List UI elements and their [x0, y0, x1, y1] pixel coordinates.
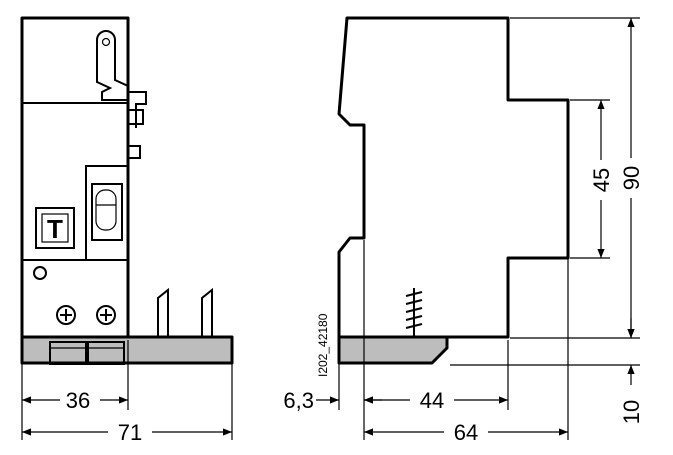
front-side-clip-mid [128, 109, 144, 125]
test-button: T [35, 207, 75, 249]
drawing-reference: I202_42180 [316, 313, 330, 377]
test-button-label: T [47, 214, 63, 244]
front-base-strip [20, 335, 234, 365]
connection-pin-left [157, 287, 169, 337]
front-side-clip-low [128, 145, 141, 159]
front-lever-hole [101, 37, 111, 47]
side-base-plate [337, 335, 449, 365]
front-inner-slot [95, 189, 117, 231]
front-indicator-circle [33, 266, 47, 280]
dim-label-45: 45 [589, 168, 614, 192]
terminal-screw-right [96, 305, 116, 325]
dim-label-6-3: 6,3 [283, 388, 314, 413]
front-lever [96, 30, 129, 101]
front-side-clip-top [128, 91, 147, 128]
dim-label-44: 44 [420, 388, 444, 413]
front-inner-window [91, 183, 123, 241]
front-inner-frame [85, 165, 129, 261]
terminal-screw-left [56, 305, 76, 325]
dim-label-10: 10 [619, 400, 644, 424]
dim-label-36: 36 [66, 388, 90, 413]
dim-label-64: 64 [454, 420, 478, 445]
connection-pin-right [201, 287, 213, 337]
dim-label-71: 71 [118, 420, 142, 445]
dim-label-90: 90 [619, 166, 644, 190]
mounting-spring [405, 288, 423, 337]
side-body-outline [337, 16, 570, 339]
side-view: 6,3 44 64 45 90 10 [283, 16, 644, 445]
front-main-body [20, 16, 130, 339]
front-view: T 36 71 [20, 16, 234, 445]
base-terminal-left [49, 341, 87, 365]
base-terminal-right [87, 341, 125, 365]
